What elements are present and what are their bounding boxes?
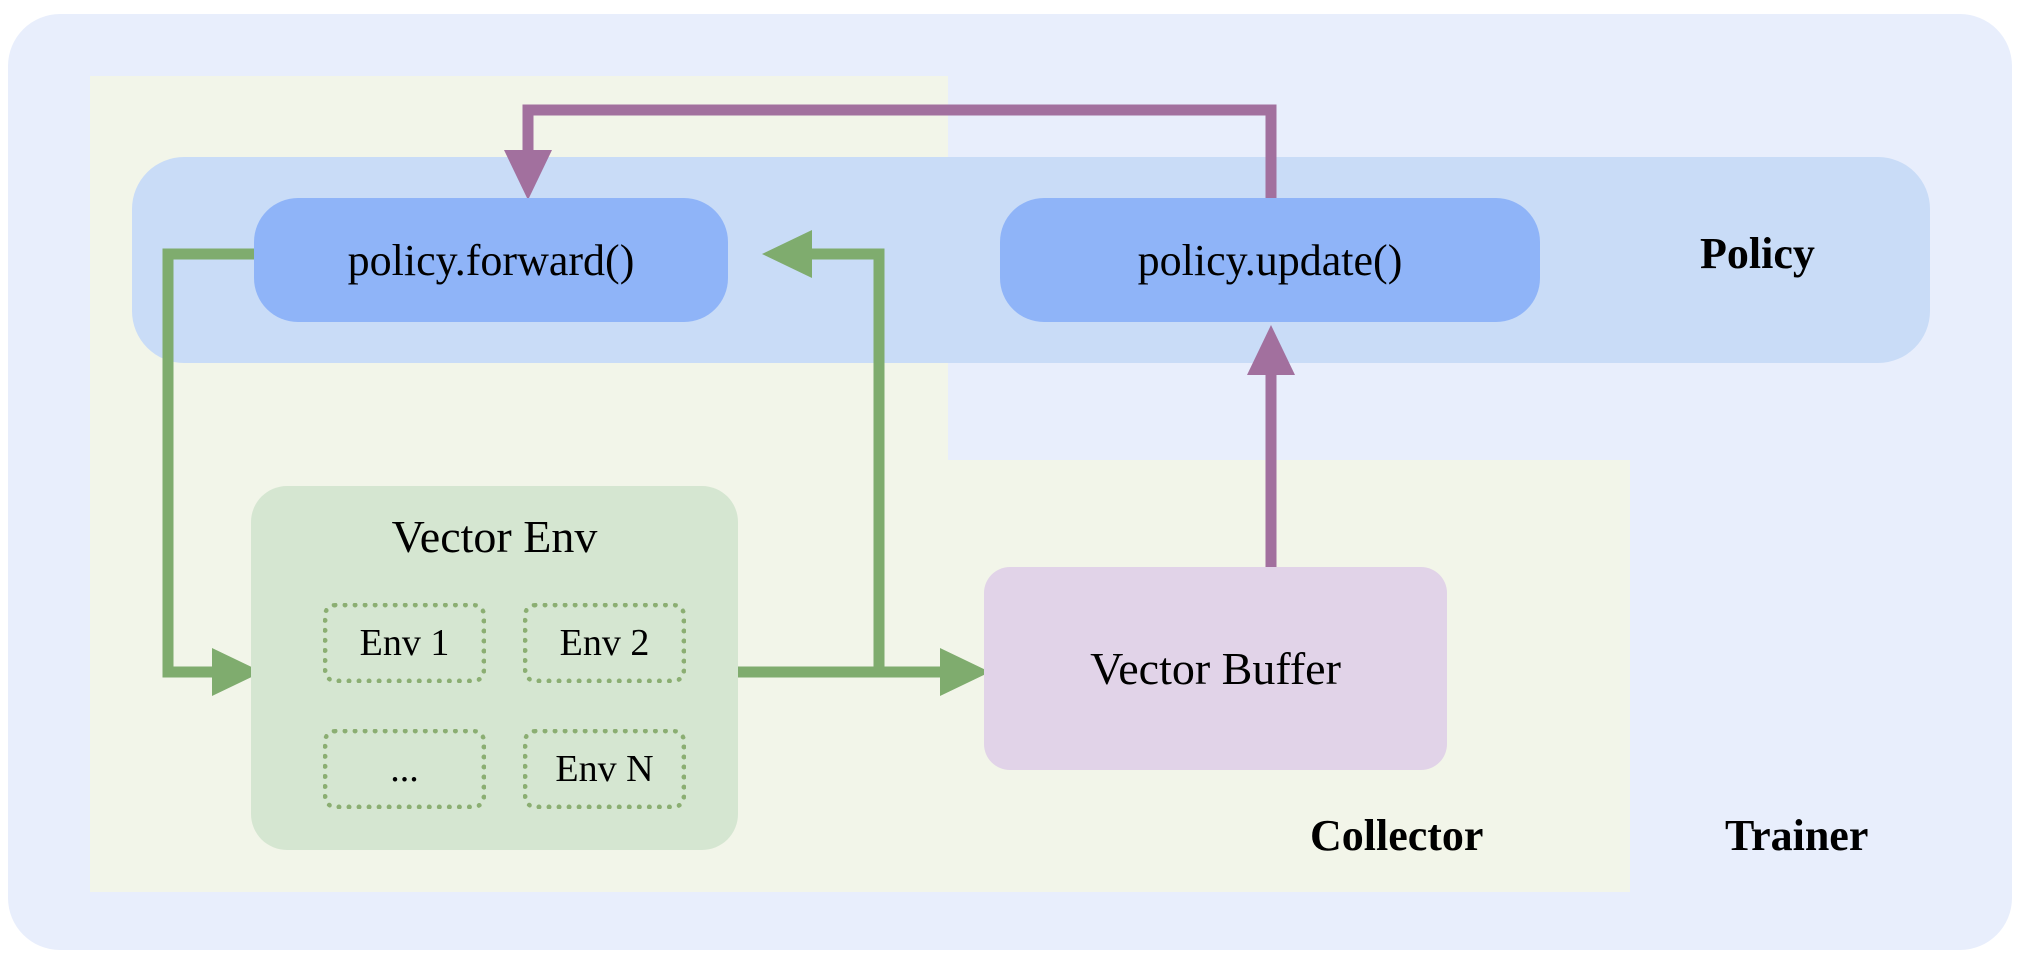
node-vector-buffer-label: Vector Buffer bbox=[1090, 643, 1341, 694]
edge-buffer-to-update bbox=[1247, 325, 1295, 567]
node-policy-update[interactable]: policy.update() bbox=[1000, 198, 1540, 322]
policy-zone-label: Policy bbox=[1700, 229, 1815, 278]
trainer-zone-label: Trainer bbox=[1725, 811, 1869, 860]
node-policy-forward[interactable]: policy.forward() bbox=[254, 198, 728, 322]
collector-zone-label: Collector bbox=[1310, 811, 1484, 860]
node-vector-buffer[interactable]: Vector Buffer bbox=[984, 567, 1447, 770]
env-cell[interactable]: Env 2 bbox=[523, 603, 686, 683]
env-cell-label: Env 2 bbox=[559, 622, 650, 664]
node-vector-env[interactable]: Vector Env Env 1 Env 2 ... Env N bbox=[251, 486, 738, 850]
edge-forward-to-env bbox=[162, 248, 262, 696]
edge-update-to-forward bbox=[504, 104, 1277, 200]
env-cell[interactable]: ... bbox=[323, 729, 486, 809]
env-cell-label: Env 1 bbox=[359, 622, 450, 664]
edge-env-to-forward bbox=[762, 230, 885, 672]
node-policy-update-label: policy.update() bbox=[1137, 235, 1403, 285]
node-vector-env-label: Vector Env bbox=[391, 511, 598, 562]
env-cell[interactable]: Env N bbox=[523, 729, 686, 809]
env-cell[interactable]: Env 1 bbox=[323, 603, 486, 683]
edge-env-to-buffer bbox=[738, 648, 990, 696]
env-cell-label: Env N bbox=[555, 748, 654, 790]
env-cell-label: ... bbox=[390, 748, 419, 790]
node-policy-forward-label: policy.forward() bbox=[347, 235, 635, 285]
